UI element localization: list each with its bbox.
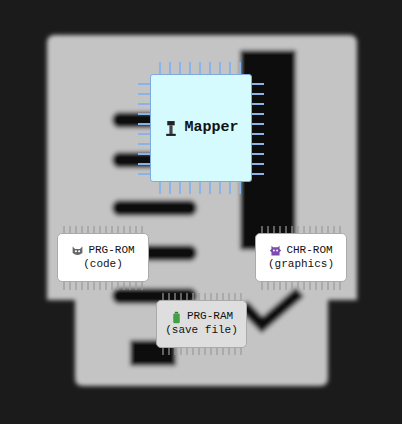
chip-title-row: PRG-RAM [170,310,233,324]
chip-pins [64,226,340,355]
mapper-chip: Mapper [150,74,252,182]
chip-name: Mapper [184,119,238,138]
cartridge-body [47,35,357,386]
chip-name: PRG-RAM [187,310,233,324]
chr-rom-chip: CHR-ROM(graphics) [255,233,347,282]
tool-icon [163,120,180,137]
prg-ram-chip: PRG-RAM(save file) [156,300,247,348]
prg-rom-chip: PRG-ROM(code) [57,233,149,282]
chip-title-row: PRG-ROM [71,244,134,258]
alien-icon [269,244,282,257]
chip-role: (graphics) [268,258,334,272]
chip-role: (code) [83,258,123,272]
chip-title-row: Mapper [163,119,238,138]
chip-role: (save file) [165,324,238,338]
chip-title-row: CHR-ROM [269,244,332,258]
battery-icon [170,311,183,324]
chip-name: CHR-ROM [286,244,332,258]
chip-name: PRG-ROM [88,244,134,258]
mapper-pins [138,62,264,194]
cat-icon [71,244,84,257]
